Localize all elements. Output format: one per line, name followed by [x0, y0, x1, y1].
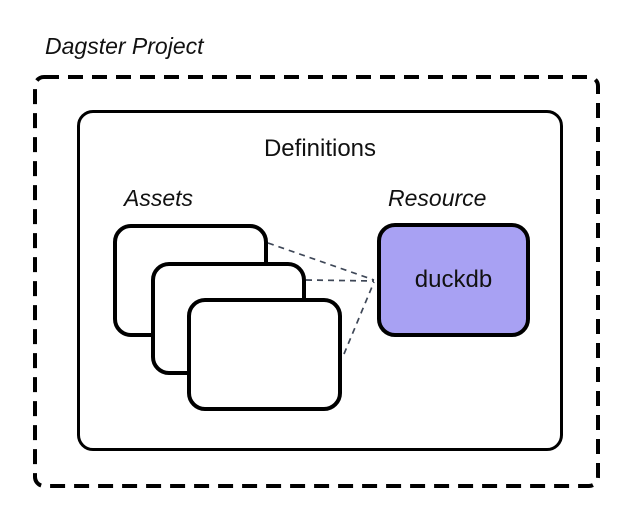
- resource-box: duckdb: [377, 223, 530, 337]
- resource-label: Resource: [388, 185, 487, 211]
- resource-box-label: duckdb: [414, 266, 493, 293]
- assets-label: Assets: [124, 185, 194, 211]
- asset-card: [187, 298, 342, 411]
- project-title: Dagster Project: [45, 33, 204, 59]
- definitions-label: Definitions: [263, 135, 377, 162]
